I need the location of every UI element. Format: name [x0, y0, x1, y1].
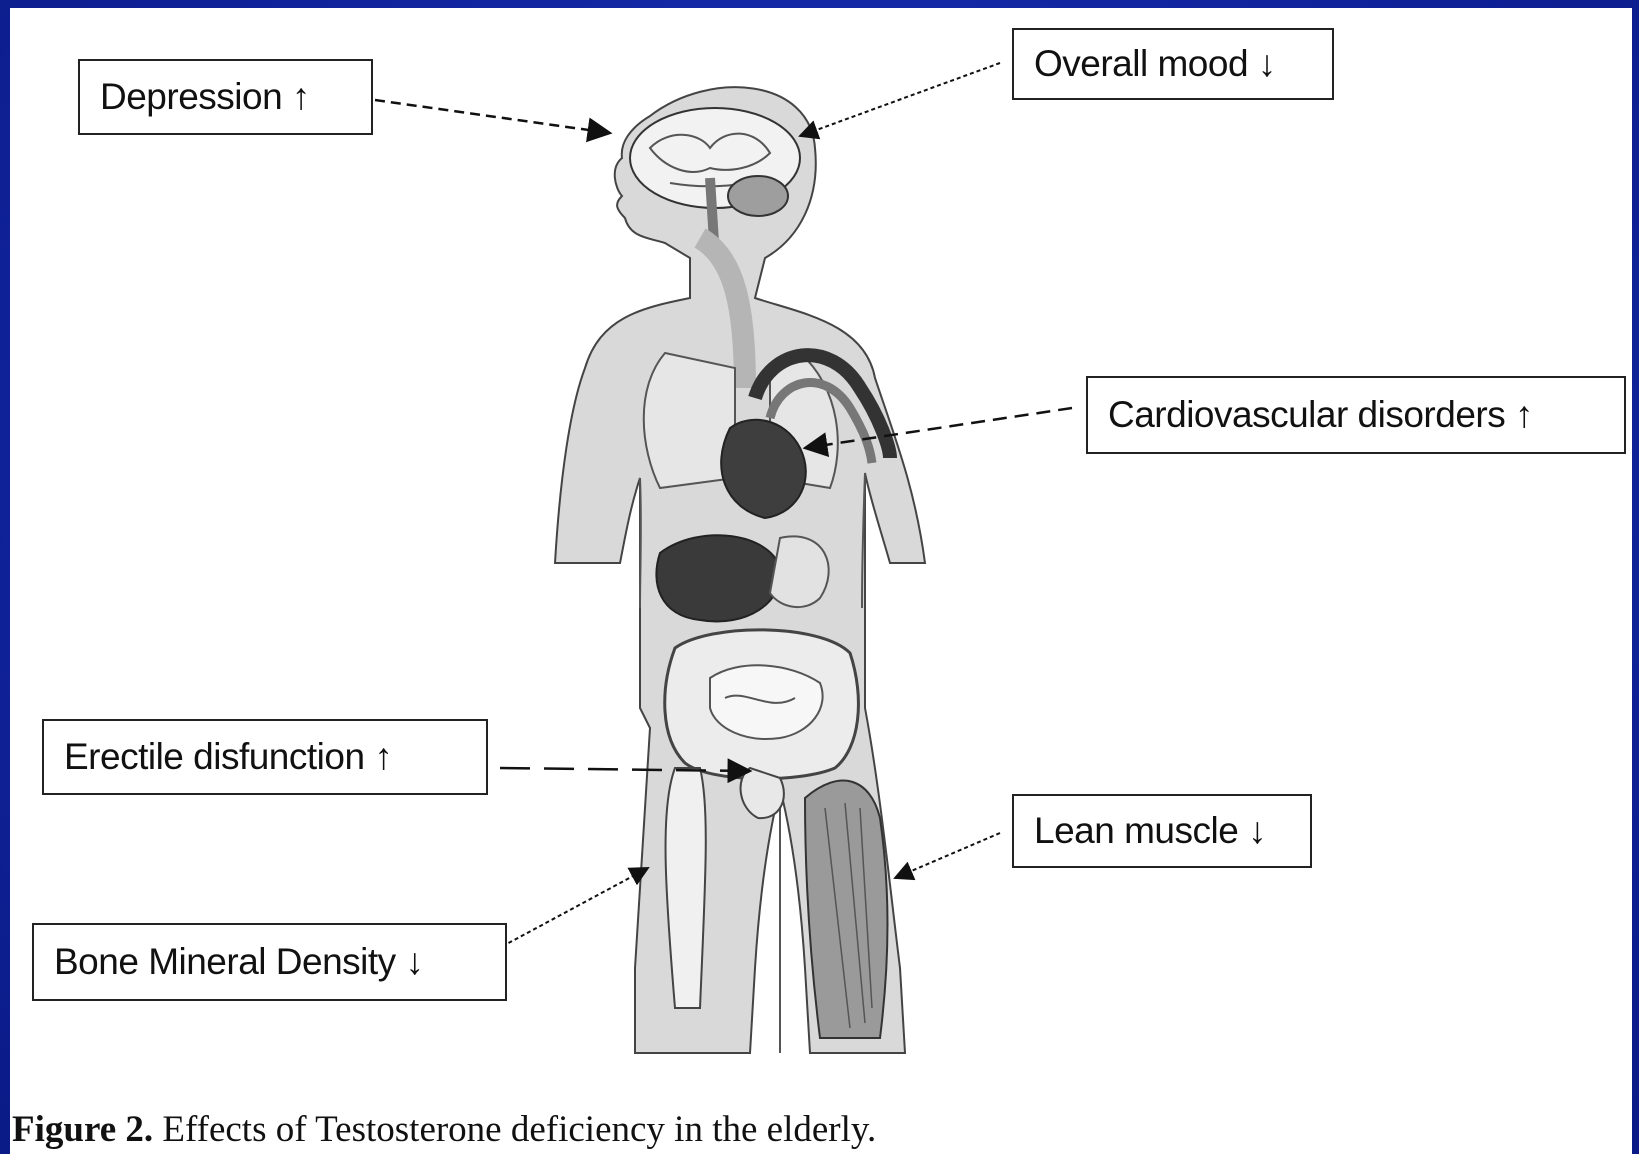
label-overall-mood-text: Overall mood ↓ — [1034, 43, 1276, 85]
figure-caption-text: Effects of Testosterone deficiency in th… — [153, 1109, 876, 1150]
label-erectile: Erectile disfunction ↑ — [42, 719, 488, 795]
liver — [656, 535, 780, 621]
figure-caption-prefix: Figure 2. — [12, 1109, 153, 1150]
label-bone-density-text: Bone Mineral Density ↓ — [54, 941, 423, 983]
stomach — [770, 536, 829, 607]
figure-caption: Figure 2. Effects of Testosterone defici… — [12, 1108, 876, 1151]
intestines — [665, 630, 859, 779]
figure-panel: Depression ↑ Overall mood ↓ Cardiovascul… — [10, 8, 1632, 1154]
femur-bone — [666, 768, 706, 1008]
label-lean-muscle: Lean muscle ↓ — [1012, 794, 1312, 868]
label-erectile-text: Erectile disfunction ↑ — [64, 736, 392, 778]
label-bone-density: Bone Mineral Density ↓ — [32, 923, 507, 1001]
label-depression-text: Depression ↑ — [100, 76, 310, 118]
label-cardiovascular-text: Cardiovascular disorders ↑ — [1108, 394, 1533, 436]
label-depression: Depression ↑ — [78, 59, 373, 135]
label-overall-mood: Overall mood ↓ — [1012, 28, 1334, 100]
label-lean-muscle-text: Lean muscle ↓ — [1034, 810, 1266, 852]
label-cardiovascular: Cardiovascular disorders ↑ — [1086, 376, 1626, 454]
